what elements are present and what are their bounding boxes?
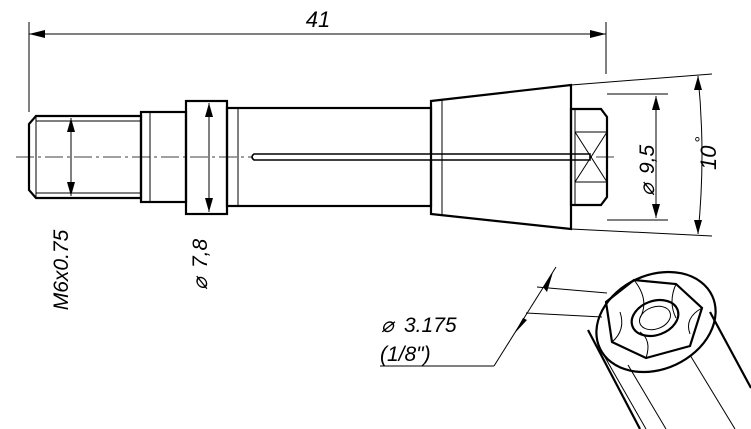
collar-arrow-top	[205, 103, 213, 117]
angle-degree-symbol: °	[693, 136, 710, 143]
iso-segment-4	[611, 311, 623, 343]
nose-arrow-bottom	[652, 204, 660, 218]
angle-label: 10	[696, 145, 721, 170]
iso-hex-face	[604, 278, 704, 360]
taper-extension-bottom	[570, 228, 713, 237]
nose-diameter-symbol: ⌀	[636, 181, 659, 196]
angle-arrow-bottom	[694, 220, 702, 234]
collet-body	[225, 106, 591, 208]
angle-arc	[697, 75, 703, 235]
iso-body-edge-right	[709, 311, 751, 389]
collar: ⌀ 7,8	[184, 99, 229, 290]
collet-slot	[251, 153, 591, 161]
angle-arrow-top	[694, 76, 702, 90]
iso-segment-2	[671, 283, 677, 319]
nose-outline	[569, 107, 609, 207]
collar-arrow-bottom	[205, 198, 213, 212]
bore-extension-top	[536, 286, 608, 294]
overall-length-label: 41	[306, 7, 330, 32]
collar-diameter-label-group: ⌀ 7,8	[189, 238, 212, 290]
iso-bore	[630, 298, 680, 338]
bore-diameter-symbol: ⌀	[381, 314, 396, 337]
angle-label-group: 10 °	[693, 136, 721, 170]
nose-arrow-top	[652, 96, 660, 110]
bore-diameter-imperial-label: (1/8")	[380, 343, 431, 366]
bore-diameter-label: 3.175	[404, 314, 457, 337]
overall-length-dimension: 41	[28, 7, 607, 112]
iso-segment-3	[688, 307, 703, 335]
taper-angle-dimension: 10 °	[570, 73, 721, 237]
threaded-shank: M6x0.75	[27, 114, 143, 310]
iso-segment-5	[639, 331, 649, 359]
thread-spec-label: M6x0.75	[50, 229, 73, 310]
thread-arrow-top	[67, 118, 75, 132]
hex-nose	[569, 107, 609, 207]
iso-body-edge-left	[587, 329, 641, 429]
nose-3d-view	[587, 270, 751, 429]
iso-bore-inner	[639, 305, 671, 331]
iso-outer-rim	[595, 270, 717, 374]
bore-arrow-top	[543, 272, 553, 292]
bore-extension-bottom	[525, 312, 603, 318]
nose-diameter-label-group: ⌀ 9,5	[636, 144, 659, 196]
arrowhead-right	[590, 30, 606, 38]
iso-slot-line-a	[627, 364, 667, 429]
nose-diagonal-b	[574, 131, 608, 183]
iso-slot-line-b	[689, 354, 736, 429]
nose-diameter-dimension: ⌀ 9,5	[607, 93, 668, 221]
collar-diameter-symbol: ⌀	[189, 275, 212, 290]
taper-extension-top	[570, 73, 713, 86]
collar-outline	[184, 99, 229, 216]
bore-diameter-callout: ⌀ 3.175 (1/8")	[380, 266, 608, 367]
thread-arrow-bottom	[67, 182, 75, 196]
collar-diameter-label: 7,8	[189, 238, 212, 268]
nose-diameter-label: 9,5	[636, 144, 659, 174]
bore-arrow-bottom	[514, 318, 527, 334]
arrowhead-left	[29, 30, 45, 38]
